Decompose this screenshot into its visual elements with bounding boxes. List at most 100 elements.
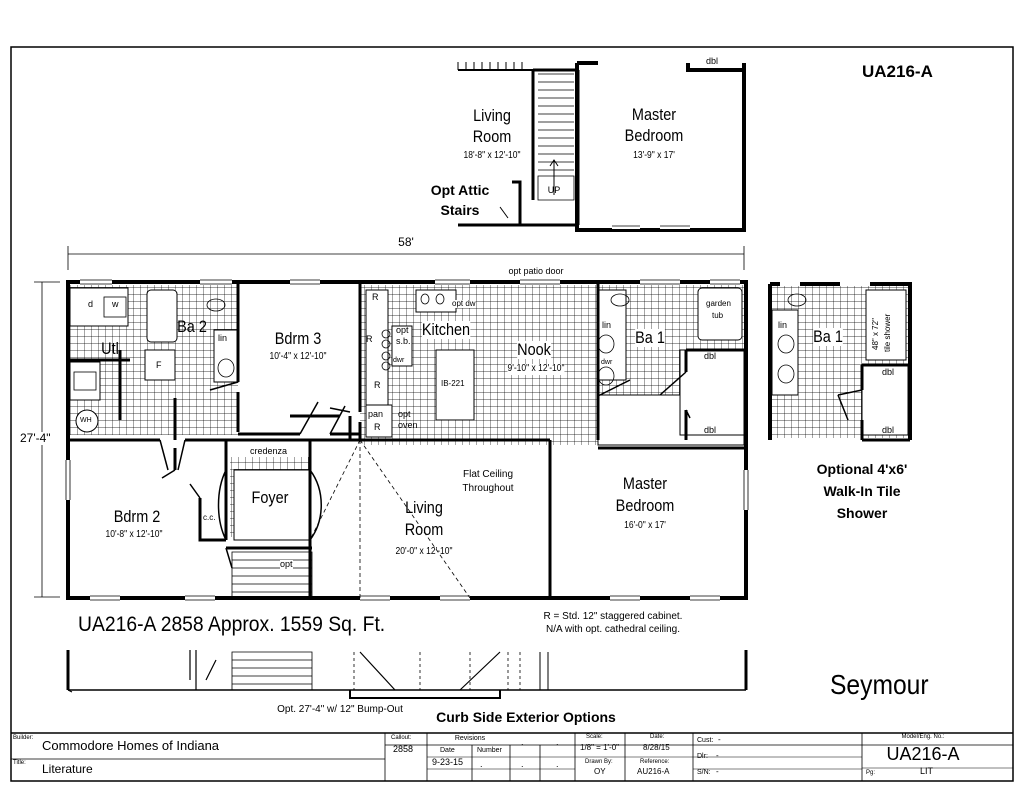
- model-number-value: UA216-A: [886, 744, 960, 764]
- title-value: Literature: [42, 762, 93, 776]
- title-label: Title:: [13, 760, 26, 766]
- living-room-line1: Living: [405, 498, 443, 517]
- opt-sb-line2: s.b.: [396, 336, 411, 346]
- shower-inset-linen-label: lin: [778, 320, 788, 330]
- attic-label-line2: Stairs: [440, 202, 480, 218]
- callout-value: 2858: [393, 744, 414, 754]
- shower-inset-bath1-label: Ba 1: [813, 327, 843, 346]
- closet-dbl-2: dbl: [704, 425, 717, 435]
- kitchen-dwr-label: dwr: [393, 357, 405, 364]
- rev-dot-4: .: [521, 759, 524, 769]
- garden-tub-line2: tub: [712, 311, 724, 320]
- plan-headline: UA216-A 2858 Approx. 1559 Sq. Ft.: [78, 613, 386, 636]
- reference-value: AU216-A: [637, 767, 670, 776]
- date-label: Date:: [650, 734, 665, 740]
- dimension-58ft: [67, 246, 745, 270]
- white-fixtures: [69, 287, 745, 541]
- shower-inset-dbl-1: dbl: [882, 367, 895, 377]
- revision-date-value: 9-23-15: [432, 757, 464, 767]
- foyer-stair: [217, 469, 322, 599]
- model-number-label: Model/Eng. No.:: [901, 734, 945, 740]
- rev-date-label: Date: [440, 747, 455, 754]
- inset-dbl-label: dbl: [706, 56, 719, 66]
- flat-ceiling-line1: Flat Ceiling: [462, 469, 514, 480]
- living-room-dim: 20'-0" x 12'-10": [395, 546, 453, 557]
- bedroom3-dim: 10'-4" x 12'-10": [269, 351, 327, 362]
- master-bedroom-line1: Master: [622, 474, 668, 493]
- drawn-by-value: OY: [594, 767, 606, 776]
- patio-door-note: opt patio door: [508, 266, 564, 276]
- windows: [66, 280, 748, 600]
- foyer-label: Foyer: [251, 488, 289, 507]
- legend-line2: N/A with opt. cathedral ceiling.: [546, 624, 680, 635]
- scale-value: 1/8" = 1'-0": [580, 743, 620, 752]
- ba1-linen-label: lin: [602, 320, 612, 330]
- opt-sb-line1: opt: [396, 325, 409, 335]
- legend-line1: R = Std. 12" staggered cabinet.: [543, 611, 683, 622]
- garden-tub-line1: garden: [706, 299, 731, 308]
- attic-stairs-inset: [457, 61, 746, 232]
- inset-master-line1: Master: [631, 105, 677, 124]
- bumpout-note: Opt. 27'-4" w/ 12" Bump-Out: [277, 704, 403, 715]
- builder-label: Builder:: [13, 735, 34, 741]
- rev-dot-5: .: [556, 759, 559, 769]
- cust-value: -: [718, 735, 721, 744]
- opt-oven-line2: oven: [398, 420, 418, 430]
- inset-master-line2: Bedroom: [624, 126, 684, 145]
- dlr-value: -: [716, 751, 719, 760]
- cust-label: Cust:: [697, 737, 714, 744]
- reference-label: Reference:: [640, 759, 670, 765]
- doors: [159, 371, 691, 569]
- credenza-label: credenza: [250, 446, 288, 456]
- rev-dot-1: .: [480, 759, 483, 769]
- window-lines: [65, 279, 749, 601]
- nook-label: Nook: [517, 340, 551, 359]
- water-heater-label: WH: [80, 417, 92, 424]
- sn-label: S/N:: [697, 769, 711, 776]
- inset-master-dim: 13'-9" x 17': [633, 150, 675, 161]
- rev-number-label: Number: [477, 747, 502, 754]
- living-room-line2: Room: [404, 520, 444, 539]
- exterior-elevation: [66, 650, 748, 699]
- title-block-grid: [11, 732, 1013, 782]
- drawn-by-label: Drawn By:: [585, 759, 613, 765]
- kitchen-label: Kitchen: [421, 320, 471, 339]
- master-bedroom-line2: Bedroom: [615, 496, 675, 515]
- date-value: 8/28/15: [643, 743, 670, 752]
- bedroom2-dim: 10'-8" x 12'-10": [105, 529, 163, 540]
- rev-dot-2: .: [521, 737, 524, 747]
- closet-dbl-1: dbl: [704, 351, 717, 361]
- callout-label: Callout:: [391, 735, 412, 741]
- tile-shower-line2: tile shower: [883, 313, 892, 352]
- island-label: IB-221: [441, 379, 465, 388]
- page-label: Pg:: [866, 770, 876, 776]
- cathedral-lines: [309, 439, 471, 599]
- overall-width-label: 58': [398, 235, 414, 249]
- master-bedroom-dim: 16'-0" x 17': [624, 520, 666, 531]
- ba2-linen-label: lin: [218, 333, 228, 343]
- cabinet-r1: R: [372, 292, 379, 302]
- inset-living-room-dim: 18'-8" x 12'-10": [463, 150, 521, 161]
- plan-id-top: UA216-A: [862, 62, 933, 81]
- cabinet-r3: R: [374, 380, 381, 390]
- revisions-label: Revisions: [454, 735, 486, 742]
- stair-opt-label: opt: [280, 559, 293, 570]
- bath2-label: Ba 2: [177, 317, 207, 336]
- cabinet-r4: R: [374, 422, 381, 432]
- up-label: UP: [547, 185, 561, 195]
- interior-walls: [70, 283, 746, 598]
- opt-dishwasher-label: opt dw: [452, 299, 476, 309]
- coat-closet-label: c.c.: [203, 513, 216, 522]
- shower-inset: [768, 282, 912, 442]
- sn-value: -: [716, 767, 719, 776]
- scale-label: Scale:: [586, 734, 603, 740]
- inset-living-room-line1: Living: [473, 106, 511, 125]
- ba1-dwr-label: dwr: [601, 359, 613, 366]
- attic-label-line1: Opt Attic: [430, 182, 490, 198]
- tile-shower-line1: 48" x 72": [871, 318, 880, 350]
- cabinet-r2: R: [366, 334, 373, 344]
- bath1-label: Ba 1: [635, 328, 665, 347]
- flat-ceiling-line2: Throughout: [462, 483, 514, 494]
- fixture-details: [73, 293, 630, 391]
